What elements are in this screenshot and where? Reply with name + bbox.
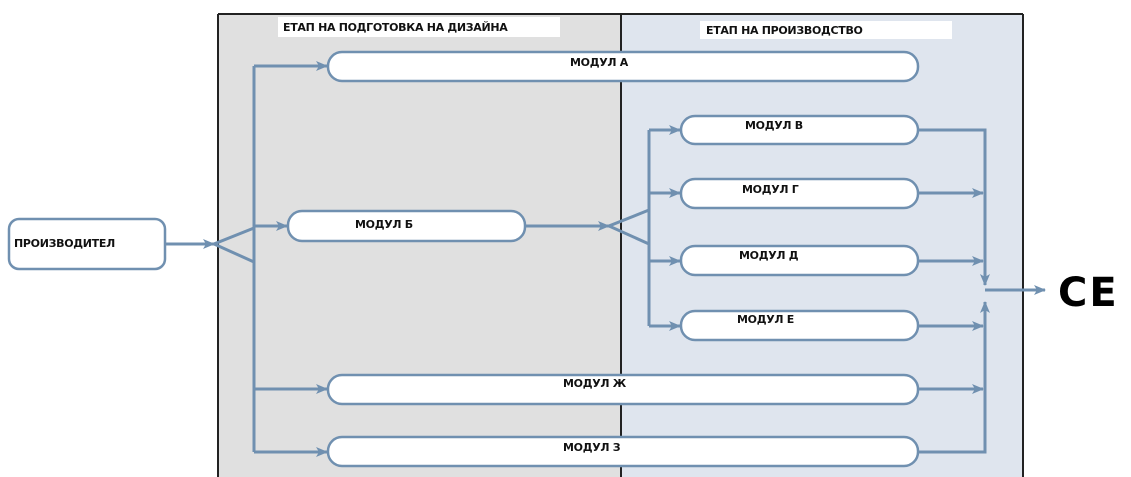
module-a-box (326, 50, 920, 83)
module-b-box (286, 209, 527, 243)
production-stage-header-bg (700, 21, 952, 39)
design-stage-header-bg (278, 17, 560, 37)
module-g-label: МОДУЛ Г (742, 183, 799, 196)
module-b-label: МОДУЛ Б (355, 218, 413, 231)
module-d-box (679, 244, 920, 277)
ce-mark: CE (1058, 270, 1119, 316)
fork-left (210, 226, 255, 264)
module-v-label: МОДУЛ В (745, 119, 803, 132)
module-z-box (326, 435, 920, 468)
production-stage-header: ЕТАП НА ПРОИЗВОДСТВО (706, 24, 863, 37)
module-g-box (679, 177, 920, 210)
flow-lines (165, 61, 1046, 457)
module-e-box (679, 309, 920, 342)
module-e-label: МОДУЛ Е (737, 313, 794, 326)
module-z-label: МОДУЛ З (563, 441, 621, 454)
line-module-z-out (918, 301, 990, 454)
module-v-box (679, 114, 920, 146)
design-stage-panel (218, 14, 621, 477)
design-stage-header: ЕТАП НА ПОДГОТОВКА НА ДИЗАЙНА (283, 21, 508, 34)
fork-inner (605, 208, 650, 246)
module-zh-label: МОДУЛ Ж (563, 377, 627, 390)
line-module-v-out (918, 128, 990, 286)
manufacturer-box (7, 217, 167, 271)
manufacturer-label: ПРОИЗВОДИТЕЛ (14, 237, 115, 250)
module-a-label: МОДУЛ А (570, 56, 629, 69)
module-d-label: МОДУЛ Д (739, 249, 799, 262)
module-zh-box (326, 373, 920, 406)
